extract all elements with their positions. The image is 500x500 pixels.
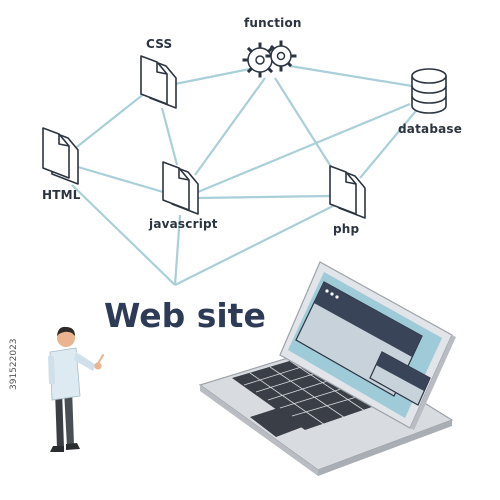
database-icon: [411, 68, 447, 114]
node-label-php: php: [333, 222, 360, 236]
page-title: Web site: [104, 296, 266, 335]
laptop-keyboard: [232, 352, 398, 430]
html-document-icon: [42, 127, 79, 185]
edge-function-javascript: [194, 77, 266, 176]
edge-database-javascript: [197, 102, 411, 194]
node-label-javascript: javascript: [149, 217, 218, 231]
edge-html-javascript: [77, 165, 164, 194]
edge-css-function: [174, 66, 256, 86]
edge-javascript-php: [197, 194, 331, 200]
node-label-function: function: [244, 16, 302, 30]
edge-html-hub: [71, 184, 176, 286]
css-document-icon: [140, 55, 177, 109]
businessman-illustration: [48, 326, 104, 452]
node-label-html: HTML: [42, 188, 81, 202]
edge-css-javascript: [160, 107, 179, 166]
edge-javascript-hub: [173, 214, 182, 286]
stock-id: 391522023: [9, 338, 19, 390]
edge-database-php: [359, 105, 421, 179]
php-document-icon: [329, 165, 366, 219]
connection-lines: [71, 64, 421, 286]
laptop-trackpad: [250, 408, 305, 437]
node-label-css: CSS: [146, 37, 173, 51]
edge-function-database: [289, 64, 413, 88]
edge-php-hub: [174, 204, 336, 286]
edge-css-html: [72, 92, 146, 151]
laptop-illustration: [198, 261, 456, 476]
gears-icon: [242, 40, 297, 78]
javascript-document-icon: [162, 161, 199, 215]
node-label-database: database: [398, 122, 463, 136]
edge-function-php: [274, 77, 336, 174]
